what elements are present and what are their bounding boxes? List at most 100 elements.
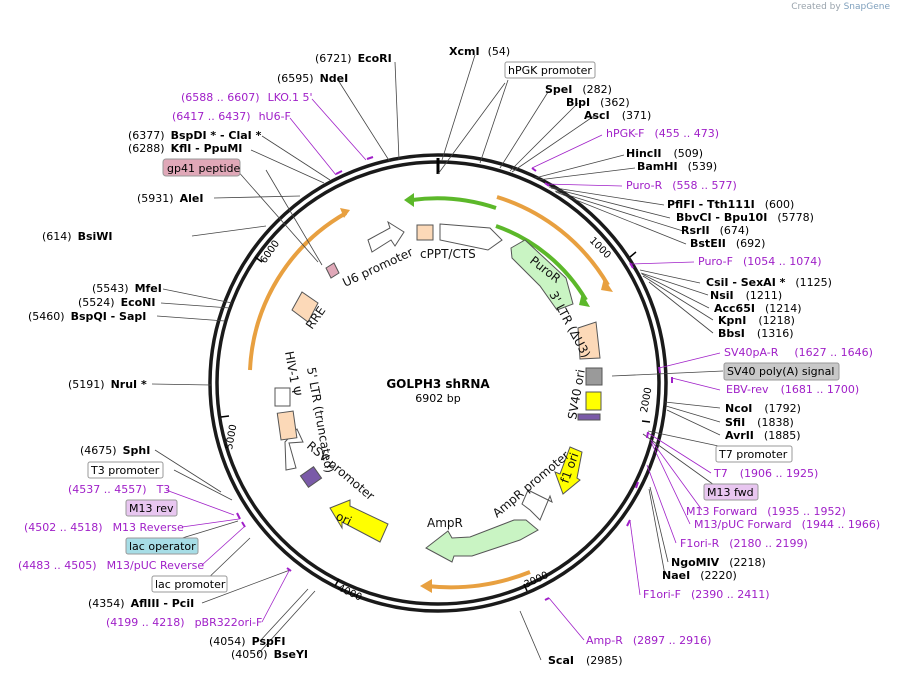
site-kfli: (6288)KflI - PpuMI: [128, 142, 242, 155]
m13-fwd-label: M13 fwd: [707, 486, 754, 499]
site-ndei: (6595)NdeI: [277, 72, 348, 85]
box-m13-rev: [125, 499, 178, 517]
plasmid-length: 6902 bp: [415, 392, 460, 405]
site-aflii: (4354)AflIII - PciI: [88, 597, 194, 610]
primer-ampr: Amp-R(2897 .. 2916): [586, 634, 711, 647]
primer-purof: Puro-F(1054 .. 1074): [698, 255, 822, 268]
feature-psi-box: [274, 387, 291, 407]
backbone-outer-circle: [208, 153, 668, 613]
site-bspqi: (5460)BspQI - SapI: [28, 310, 146, 323]
primer-t3: (4537 .. 4557)T3: [68, 483, 170, 496]
feature-cppt-arrow: [439, 223, 503, 251]
snapgene-credit: Created by SnapGene: [791, 2, 890, 12]
label-u6-promoter: U6 promoter: [340, 245, 415, 290]
primer-sv40r: SV40pA-R(1627 .. 1646): [724, 346, 873, 359]
feature-puror-arrow: [510, 239, 574, 311]
primer-hpgkf: hPGK-F(455 .. 473): [606, 127, 719, 140]
feature-stripe-bottom-left: [299, 465, 323, 489]
label-sv40ori: SV40 ori: [565, 368, 588, 420]
box-gp41-peptide: [162, 158, 241, 177]
box-lac-operator: [125, 537, 199, 555]
feature-cppt-box: [416, 224, 434, 241]
label-box-texts: hPGK promoter gp41 peptide SV40 poly(A) …: [90, 64, 834, 591]
label-boxes: [87, 61, 840, 593]
label-ori: ori: [334, 509, 354, 528]
feature-gp41: [325, 262, 340, 279]
site-ecori: (6721)EcoRI: [315, 52, 392, 65]
arc-left-orange: [248, 211, 347, 371]
lac-operator-label: lac operator: [129, 540, 196, 553]
arrowhead-ampr-orange: [420, 579, 432, 593]
label-cppt: cPPT/CTS: [420, 247, 476, 261]
box-hpgk-promoter: [504, 61, 596, 79]
arc-arrowheads: [340, 193, 613, 593]
primer-f1orif: F1ori-F(2390 .. 2411): [643, 588, 770, 601]
arc-ampr-orange: [426, 570, 531, 590]
arc-puror-orange: [496, 195, 610, 287]
site-bseyi: (4050)BseYI: [231, 648, 308, 661]
primer-t7: T7(1906 .. 1925): [713, 467, 818, 480]
primer-ebvrev: EBV-rev(1681 .. 1700): [726, 383, 859, 396]
feature-ltr3-box: [577, 321, 601, 360]
site-bspdi: (6377)BspDI * - ClaI *: [128, 129, 262, 142]
site-bbvci: (614)BsiWI: [42, 230, 113, 243]
tick-5000: [220, 415, 230, 418]
primer-puror: Puro-R(558 .. 577): [626, 179, 737, 192]
primer-pbr322: (4199 .. 4218)pBR322ori-F: [106, 616, 262, 629]
site-mfei: (5543)MfeI: [92, 282, 162, 295]
site-hincii: HincII(509): [626, 147, 703, 160]
lac-promoter-label: lac promoter: [155, 578, 226, 591]
primer-ticks: [236, 156, 673, 601]
arc-puror-green: [495, 224, 588, 302]
box-t3-promoter: [87, 461, 164, 479]
site-scai: ScaI(2985): [548, 654, 623, 667]
site-pspfi: (4054)PspFI: [209, 635, 285, 648]
site-sphi: (4675)SphI: [80, 444, 150, 457]
site-xcmi: XcmI(54): [449, 45, 510, 58]
site-ngomiv: NgoMIV(2218): [671, 556, 766, 569]
label-ltr5: 5' LTR (truncated): [304, 366, 336, 474]
site-acc65i: Acc65I(1214): [714, 302, 802, 315]
site-alei: (5931)AleI: [137, 192, 203, 205]
feature-stripe-right: [577, 413, 601, 421]
site-rsrii: RsrII(674): [681, 224, 749, 237]
label-ampr: AmpR: [427, 516, 463, 530]
tick-6000: [254, 256, 263, 263]
hpgk-promoter-label: hPGK promoter: [508, 64, 592, 77]
tick-4000: [334, 578, 340, 587]
site-nsii: NsiI(1211): [710, 289, 782, 302]
site-csii: CsiI - SexAI *(1125): [706, 276, 832, 289]
feature-sv40ori: [585, 391, 602, 411]
arc-top-green: [411, 196, 497, 210]
features: [274, 220, 603, 563]
sv40-polyA-label: SV40 poly(A) signal: [727, 365, 834, 378]
arrowhead-top-green: [404, 193, 414, 207]
primer-m13reverse: (4502 .. 4518)M13 Reverse: [24, 521, 184, 534]
tick-3000: [523, 583, 528, 592]
t7-promoter-label: T7 promoter: [718, 448, 788, 461]
primer-hu6f: (6417 .. 6437)hU6-F: [172, 110, 291, 123]
site-kpni: KpnI(1218): [718, 314, 795, 327]
site-bamhi: BamHI(539): [637, 160, 717, 173]
arrowhead-puror-green: [579, 293, 590, 307]
site-ncoi: NcoI(1792): [725, 402, 801, 415]
site-naei: NaeI(2220): [662, 569, 737, 582]
feature-polyA: [585, 367, 603, 386]
site-avrii: AvrII(1885): [725, 429, 800, 442]
primer-lko: (6588 .. 6607)LKO.1 5': [181, 91, 313, 104]
site-bsiwi: BbvCI - Bpu10I(5778): [676, 211, 814, 224]
feature-rre: [291, 291, 319, 323]
site-bsteii: BstEII(692): [690, 237, 765, 250]
t3-promoter-label: T3 promoter: [90, 464, 160, 477]
m13-rev-label: M13 rev: [129, 502, 174, 515]
primer-labels: (6588 .. 6607)LKO.1 5' (6417 .. 6437)hU6…: [18, 91, 880, 647]
feature-amppromoter-arrow: [521, 489, 553, 521]
tick-2000: [641, 420, 651, 423]
feature-f1ori-arrow: [554, 446, 583, 495]
plasmid-name: GOLPH3 shRNA: [386, 377, 490, 391]
primer-m13pucrev: (4483 .. 4505)M13/pUC Reverse: [18, 559, 204, 572]
box-sv40-polyA: [723, 362, 840, 381]
tick-label-5000: 5000: [224, 424, 239, 451]
feature-ltr5-box: [276, 410, 298, 441]
feature-arcs: [248, 195, 610, 590]
